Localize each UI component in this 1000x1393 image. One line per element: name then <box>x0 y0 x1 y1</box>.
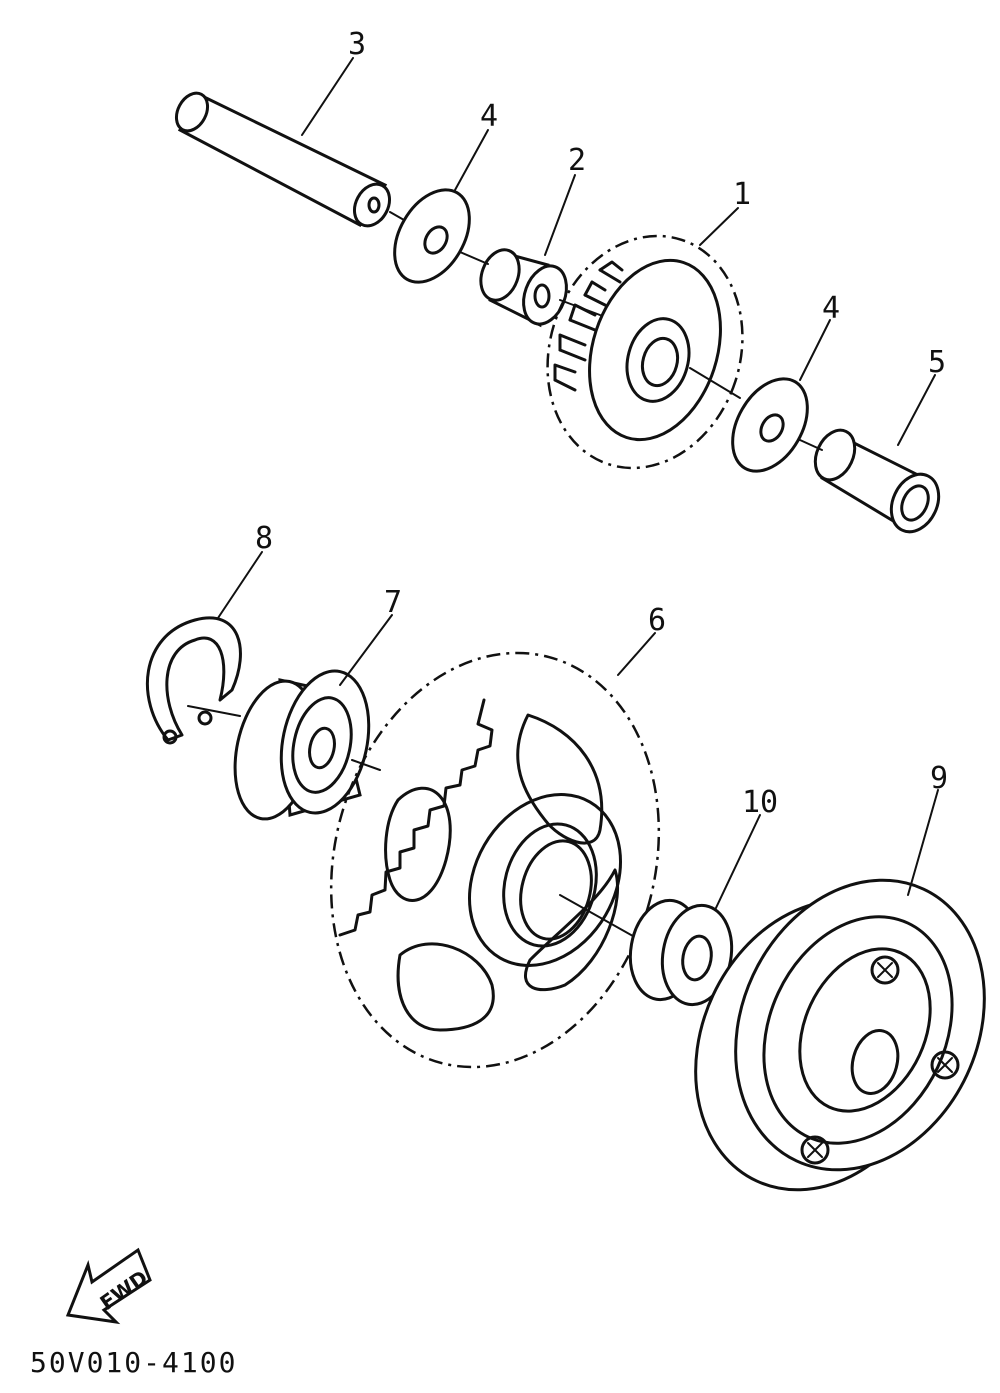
part-label-10: 10 <box>742 785 778 820</box>
washer-part-10 <box>628 898 734 1007</box>
gear-part-6 <box>329 651 661 1069</box>
part-label-3: 3 <box>348 27 366 62</box>
circlip-part-8 <box>145 616 242 745</box>
drawing-code: 50V010-4100 <box>30 1346 237 1379</box>
part-label-1: 1 <box>733 177 751 212</box>
gear-part-1 <box>546 234 744 470</box>
washer-part-4-lower <box>731 377 809 473</box>
part-label-4-lower: 4 <box>822 291 840 326</box>
part-label-2: 2 <box>568 143 586 178</box>
bearing-part-7 <box>233 669 371 821</box>
fwd-arrow-icon: FWD <box>65 1247 152 1325</box>
part-label-5: 5 <box>928 345 946 380</box>
collar-part-5 <box>813 428 941 534</box>
bushing-part-2 <box>479 248 568 328</box>
leader-lines <box>217 57 939 911</box>
part-label-7: 7 <box>384 585 402 620</box>
shaft-part-3 <box>174 91 392 228</box>
clutch-part-9 <box>694 878 986 1192</box>
washer-part-4-upper <box>393 188 471 284</box>
part-label-9: 9 <box>930 761 948 796</box>
part-label-4-upper: 4 <box>480 99 498 134</box>
part-label-6: 6 <box>648 603 666 638</box>
part-label-8: 8 <box>255 521 273 556</box>
